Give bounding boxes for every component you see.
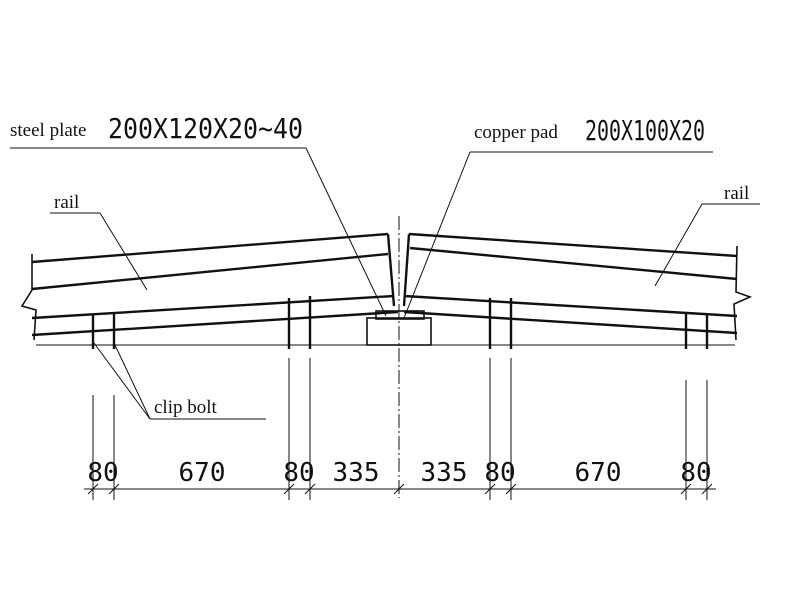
dim-3: 80 bbox=[283, 458, 314, 488]
copper-pad-size: 200X100X20 bbox=[585, 114, 705, 147]
rail-right bbox=[402, 232, 738, 335]
clip-bolt-label: clip bolt bbox=[154, 397, 218, 418]
dim-2: 670 bbox=[179, 458, 226, 488]
dim-6: 80 bbox=[484, 458, 515, 488]
dim-1: 80 bbox=[87, 458, 118, 488]
copper-pad-label: copper pad bbox=[474, 122, 558, 143]
dim-8: 80 bbox=[680, 458, 711, 488]
copper-pad bbox=[375, 310, 425, 320]
rail-left-label: rail bbox=[54, 192, 79, 213]
rail-right-label: rail bbox=[724, 183, 749, 204]
dim-7: 670 bbox=[575, 458, 622, 488]
rail-left-break-line bbox=[20, 254, 37, 341]
rail-right-break-line bbox=[733, 245, 753, 341]
clip-bolts bbox=[91, 296, 709, 349]
leaders bbox=[10, 147, 760, 420]
rail-left bbox=[31, 232, 399, 337]
dim-5: 335 bbox=[421, 458, 468, 488]
steel-plate-label: steel plate bbox=[10, 120, 87, 141]
dimension-line bbox=[84, 483, 716, 495]
dimension-values: 80 670 80 335 335 80 670 80 bbox=[87, 458, 711, 488]
steel-plate-size: 200X120X20~40 bbox=[108, 112, 303, 145]
dim-4: 335 bbox=[333, 458, 380, 488]
extension-lines bbox=[92, 358, 708, 500]
